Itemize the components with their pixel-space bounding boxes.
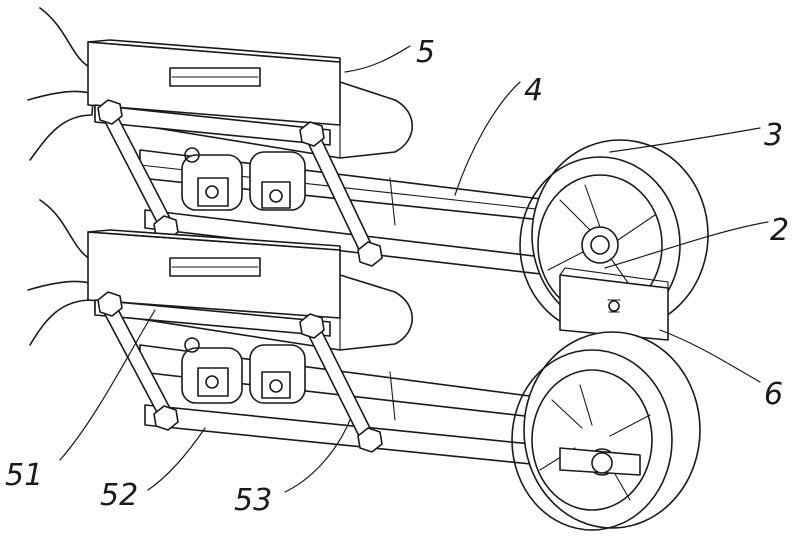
label-53: 53 <box>234 483 272 518</box>
label-3: 3 <box>764 118 783 153</box>
label-51: 51 <box>5 458 43 493</box>
label-6: 6 <box>764 377 783 412</box>
lower-wheel <box>512 332 700 530</box>
label-52: 52 <box>100 478 138 513</box>
label-4: 4 <box>524 73 543 108</box>
label-2: 2 <box>770 213 789 248</box>
label-5: 5 <box>416 35 435 70</box>
